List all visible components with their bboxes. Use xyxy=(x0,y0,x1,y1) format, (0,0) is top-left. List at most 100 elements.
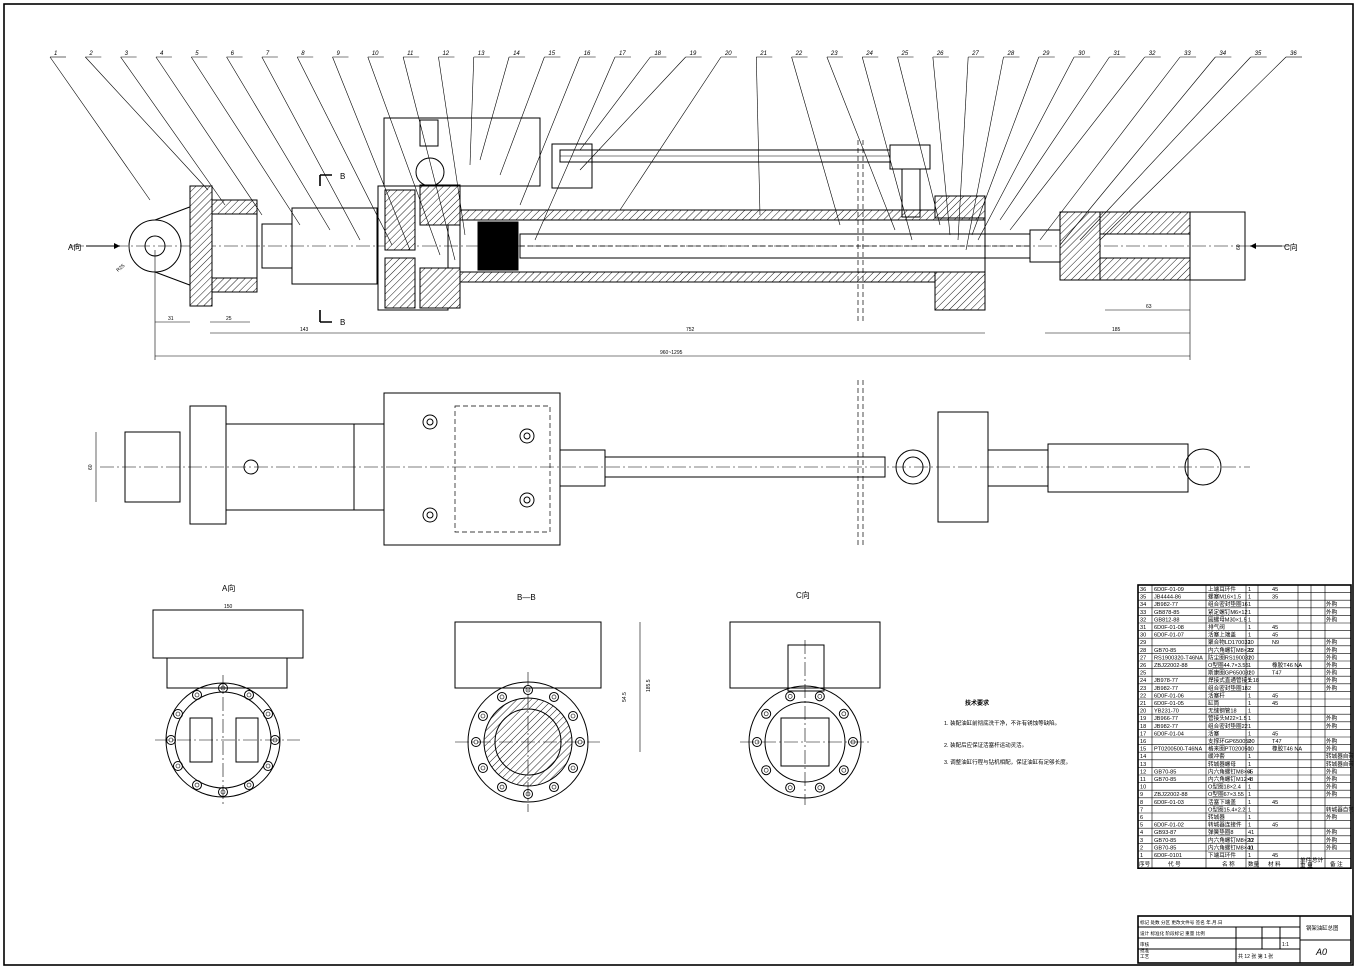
bom-cell: 1 xyxy=(1248,671,1251,677)
bolt-hole xyxy=(761,765,772,776)
bom-cell: 活塞 xyxy=(1208,729,1220,737)
bom-cell: 1 xyxy=(1248,610,1251,616)
bolt-hole xyxy=(497,782,507,793)
bom-cell: 外购 xyxy=(1326,745,1338,753)
bom-cell: 6D0F-0101 xyxy=(1154,853,1182,859)
bom-cell: 外购 xyxy=(1326,646,1338,654)
bom-cell: 外购 xyxy=(1326,676,1338,684)
bom-cell: ZBJ22002-88 xyxy=(1154,663,1188,669)
balloon-27: 27 xyxy=(971,51,979,57)
bolt-hole xyxy=(471,737,481,747)
bom-cell: 外购 xyxy=(1326,600,1338,608)
main-section-view: A向 C向 B B 31 25 143 752 185 63 960~12 xyxy=(49,51,1302,360)
bom-cell: 外购 xyxy=(1326,813,1338,821)
bom-cell: 1 xyxy=(1248,595,1251,601)
bom-cell: GB70-85 xyxy=(1154,845,1176,851)
bolt-hole xyxy=(568,711,579,721)
balloon-30: 30 xyxy=(1078,51,1085,57)
bom-cell: 32 xyxy=(1140,617,1146,623)
bom-cell: 1 xyxy=(1248,663,1251,669)
bom-cell: 7 xyxy=(1140,807,1143,813)
bom-cell: 6D0F-01-08 xyxy=(1154,625,1184,631)
bom-cell: 16 xyxy=(1140,739,1146,745)
dim-25: 25 xyxy=(226,316,232,322)
bom-cell: 8 xyxy=(1140,800,1143,806)
bom-cell: 焊接式直通管接头18 xyxy=(1208,676,1259,684)
bolt-hole-inner xyxy=(265,711,271,717)
bolt-hole-inner xyxy=(499,784,505,790)
bolt-hole xyxy=(761,708,772,719)
bom-cell: 斯康圈GP6500320 xyxy=(1208,669,1255,677)
bom-cell: 1 xyxy=(1248,617,1251,623)
bom-cell: 1 xyxy=(1248,762,1251,768)
bolt-hole-inner xyxy=(473,739,479,745)
bom-cell: 1 xyxy=(1248,815,1251,821)
bolt-hole-inner xyxy=(220,685,226,691)
bolt-hole xyxy=(192,780,202,791)
bom-header: 总计 xyxy=(1312,856,1324,864)
bolt-hole xyxy=(814,691,825,702)
bom-cell: 1 xyxy=(1248,709,1251,715)
bom-cell: 管接头M22×1.5 xyxy=(1208,714,1247,722)
bolt-hole xyxy=(523,685,533,695)
balloon-21: 21 xyxy=(759,51,767,57)
bom-cell: 19 xyxy=(1140,716,1146,722)
bom-cell: O型圈44.7×3.55 xyxy=(1208,661,1249,669)
bom-header: 名 称 xyxy=(1222,860,1235,868)
bom-cell: GB878-85 xyxy=(1154,610,1180,616)
bom-cell: 41 xyxy=(1248,830,1254,836)
bom-cell: JB966-77 xyxy=(1154,716,1178,722)
bolt-hole xyxy=(270,735,280,745)
bom-cell: T47 xyxy=(1272,739,1282,745)
bolt-hole-inner xyxy=(246,782,252,788)
bom-cell: 活塞下端盖 xyxy=(1208,798,1236,806)
sheet-border xyxy=(3,3,1354,966)
bom-cell: 支撑环GP6500500 xyxy=(1208,737,1255,745)
bom-cell: 活塞杆 xyxy=(1208,691,1225,699)
bom-cell: 弹簧垫圈8 xyxy=(1208,828,1234,836)
bom-cell: 45 xyxy=(1272,587,1278,593)
bom-cell: 外购 xyxy=(1326,737,1338,745)
bom-cell: 缓冲套 xyxy=(1208,752,1225,760)
bom-cell: 12 xyxy=(1248,838,1254,844)
bolt-hole-inner xyxy=(525,687,531,693)
bom-cell: 34 xyxy=(1140,602,1146,608)
bom-cell: 外购 xyxy=(1326,828,1338,836)
balloon-16: 16 xyxy=(584,51,591,57)
dim-d60-side: 60 xyxy=(1236,244,1242,250)
balloon-11: 11 xyxy=(407,51,413,57)
view-a: A向 150 xyxy=(152,583,304,805)
bom-cell: 上端耳环件 xyxy=(1208,585,1236,593)
bom-cell: JB4444-86 xyxy=(1154,595,1181,601)
bom-cell: 13 xyxy=(1140,762,1146,768)
bom-cell: 1 xyxy=(1248,807,1251,813)
bolt-hole-inner xyxy=(220,789,226,795)
bom-cell: 45 xyxy=(1272,731,1278,737)
bom-cell: 35 xyxy=(1140,595,1146,601)
bom-cell: 12 xyxy=(1248,648,1254,654)
bom-header: 备 注 xyxy=(1330,860,1343,868)
bom-cell: 4 xyxy=(1248,777,1251,783)
bolt-hole xyxy=(218,787,228,797)
dim-r25: R25 xyxy=(115,263,126,274)
bom-cell: GB93-87 xyxy=(1154,830,1176,836)
bolt-hole-inner xyxy=(850,739,856,745)
bom-cell: 1 xyxy=(1248,754,1251,760)
bom-header: 数量 xyxy=(1248,860,1260,868)
bom-cell: 1 xyxy=(1248,655,1251,661)
bom-cell: 24 xyxy=(1140,678,1146,684)
bolt-hole xyxy=(568,763,579,773)
balloon-8: 8 xyxy=(301,51,305,57)
plan-view: 60 xyxy=(88,380,1250,546)
bolt-hole xyxy=(838,708,849,719)
balloon-6: 6 xyxy=(231,51,235,57)
view-c-title: C向 xyxy=(796,590,810,600)
bom-cell: 组合密封垫圈18 xyxy=(1208,684,1248,692)
balloon-33: 33 xyxy=(1184,51,1191,57)
bom-cell: 下端耳环件 xyxy=(1208,851,1236,859)
balloon-22: 22 xyxy=(795,51,803,57)
title-block: 标记 处数 分区 更改文件号 签名 年.月.日 1:1 共 12 张 第 1 张… xyxy=(1137,915,1352,964)
balloon-28: 28 xyxy=(1006,51,1014,57)
bom-cell: 外购 xyxy=(1326,767,1338,775)
bolt-hole-inner xyxy=(246,692,252,698)
